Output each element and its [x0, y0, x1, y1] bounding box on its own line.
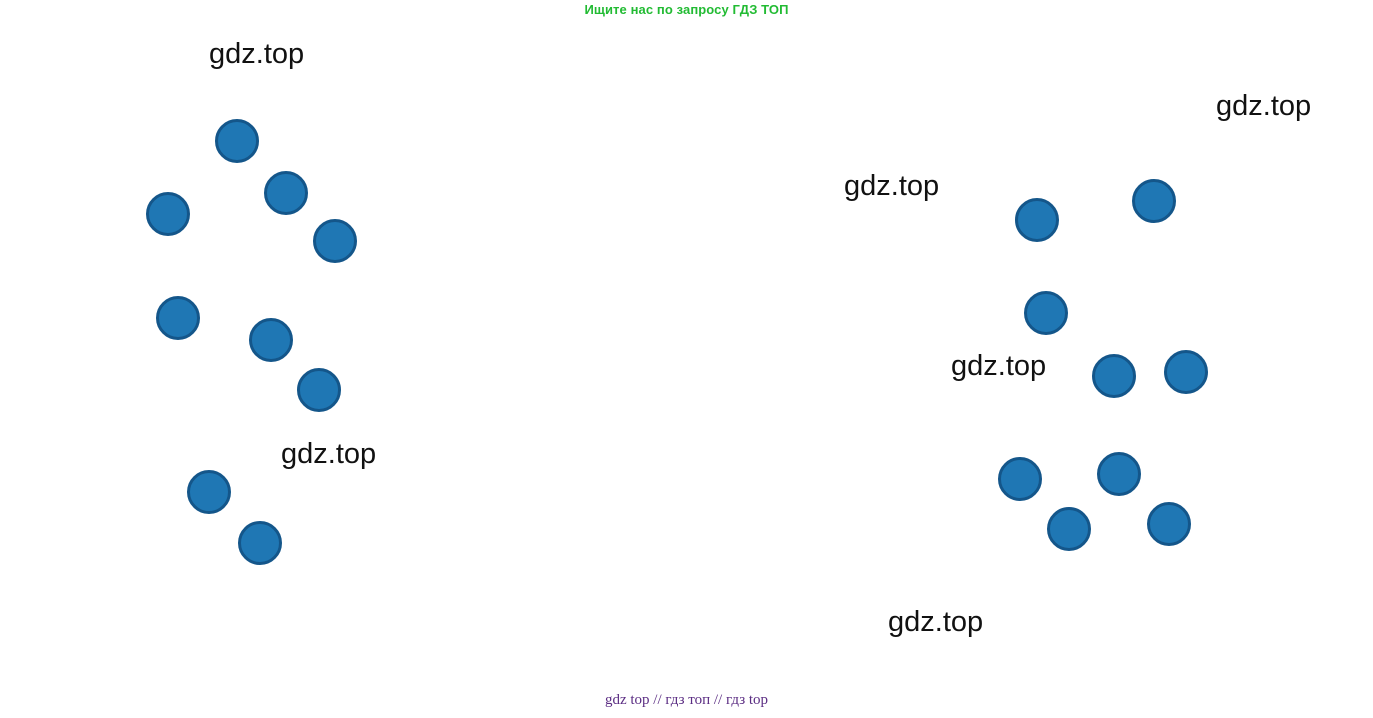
watermark-label: gdz.top: [888, 606, 984, 638]
watermark-label: gdz.top: [951, 350, 1047, 382]
watermark-label: gdz.top: [209, 38, 305, 70]
scatter-point: [187, 470, 231, 514]
scatter-point: [1164, 350, 1208, 394]
scatter-point: [156, 296, 200, 340]
scatter-point: [215, 119, 259, 163]
watermark-label: gdz.top: [844, 170, 940, 202]
scatter-point: [146, 192, 190, 236]
promo-header-text: Ищите нас по запросу ГДЗ ТОП: [584, 2, 789, 17]
scatter-point: [1015, 198, 1059, 242]
scatter-point: [238, 521, 282, 565]
scatter-point: [1047, 507, 1091, 551]
scatter-point: [998, 457, 1042, 501]
scatter-point: [1092, 354, 1136, 398]
scatter-point: [249, 318, 293, 362]
scatter-point: [313, 219, 357, 263]
scatter-point: [1024, 291, 1068, 335]
promo-footer-text: gdz top // гдз топ // гдз top: [604, 692, 769, 708]
watermark-label: gdz.top: [281, 438, 377, 470]
scatter-point: [1147, 502, 1191, 546]
watermark-label: gdz.top: [1216, 90, 1312, 122]
scatter-point: [1097, 452, 1141, 496]
scatter-point: [1132, 179, 1176, 223]
scatter-point: [297, 368, 341, 412]
scatter-point: [264, 171, 308, 215]
